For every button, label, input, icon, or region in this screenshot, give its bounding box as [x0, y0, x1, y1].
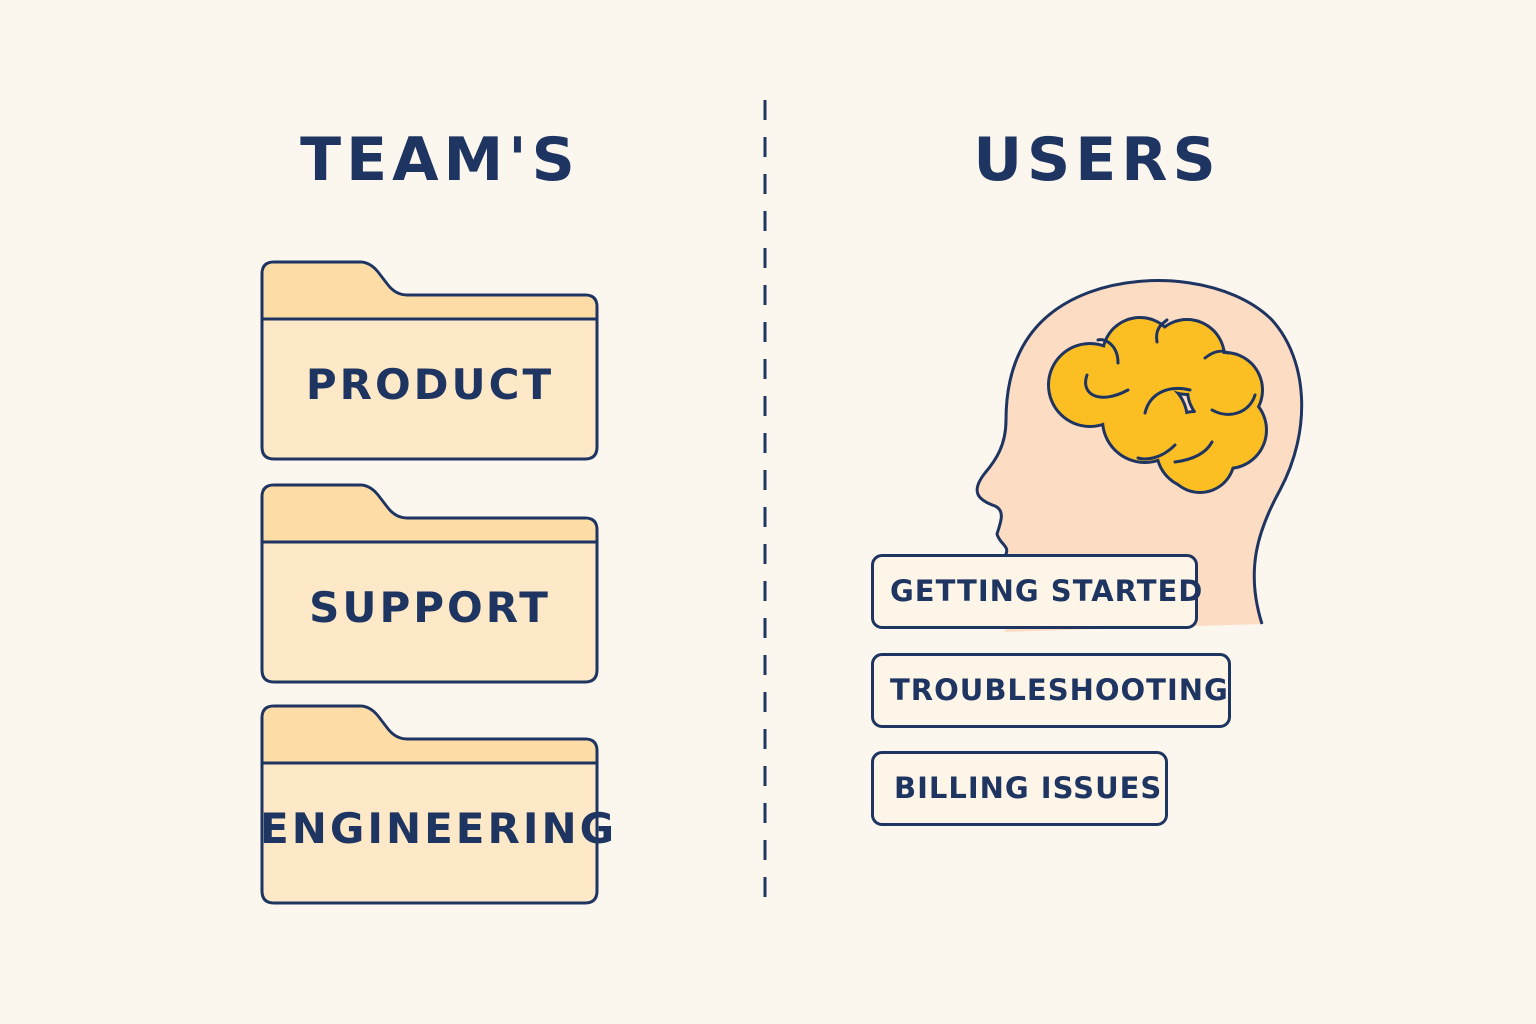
brain-icon: [1047, 316, 1268, 494]
folder-engineering[interactable]: ENGINEERING: [260, 704, 618, 906]
users-title: USERS: [973, 125, 1221, 195]
folder-label: ENGINEERING: [260, 804, 618, 853]
topic-troubleshooting[interactable]: TROUBLESHOOTING: [871, 653, 1231, 728]
folder-support[interactable]: SUPPORT: [260, 483, 600, 685]
topic-getting-started[interactable]: GETTING STARTED: [871, 554, 1202, 629]
folder-icon: [260, 704, 599, 905]
folder-icon: [260, 483, 599, 684]
folder-icon: [260, 260, 599, 461]
folder-label: PRODUCT: [305, 360, 555, 409]
topic-billing-issues[interactable]: BILLING ISSUES: [871, 751, 1168, 826]
folder-label: SUPPORT: [309, 583, 551, 632]
folder-product[interactable]: PRODUCT: [260, 260, 600, 462]
teams-title: TEAM'S: [300, 125, 580, 195]
